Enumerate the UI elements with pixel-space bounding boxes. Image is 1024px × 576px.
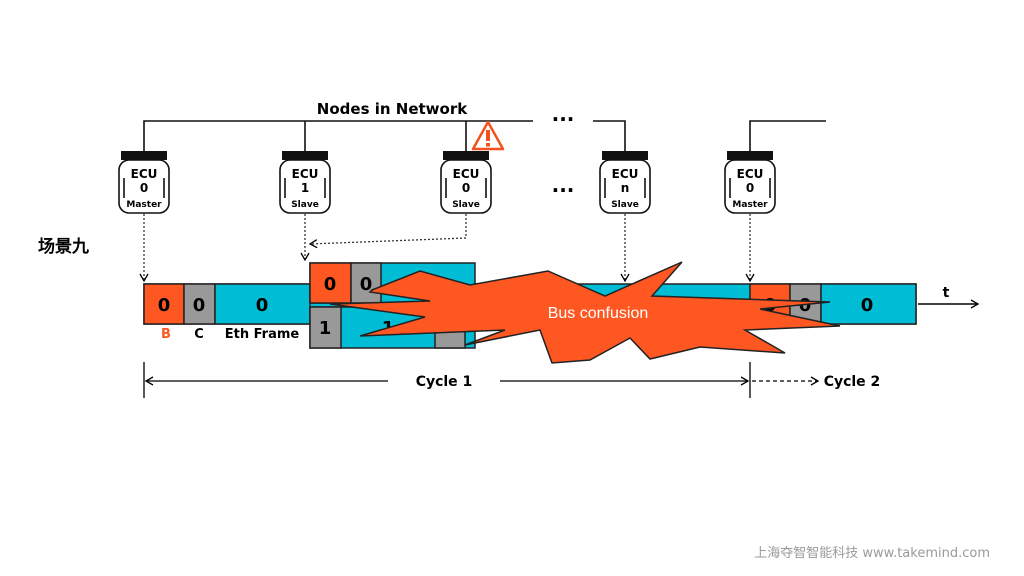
frame-first: 0 0 0 xyxy=(143,283,311,325)
svg-text:Slave: Slave xyxy=(611,200,639,210)
svg-text:ECU: ECU xyxy=(453,167,480,181)
bus-ellipsis: ··· xyxy=(552,107,575,131)
cycle-1-label: Cycle 1 xyxy=(416,374,473,390)
svg-text:0: 0 xyxy=(140,181,148,195)
svg-text:Slave: Slave xyxy=(291,200,319,210)
svg-text:0: 0 xyxy=(462,181,470,195)
frame-first-b xyxy=(143,283,185,325)
svg-text:ECU: ECU xyxy=(612,167,639,181)
svg-text:ECU: ECU xyxy=(292,167,319,181)
svg-text:0: 0 xyxy=(324,274,337,295)
ecu-node-0-slave: ECU 0 Slave xyxy=(440,150,492,214)
svg-text:0: 0 xyxy=(861,295,874,316)
svg-text:1: 1 xyxy=(301,181,309,195)
network-title: Nodes in Network xyxy=(317,100,468,118)
svg-text:ECU: ECU xyxy=(737,167,764,181)
svg-text:0: 0 xyxy=(158,295,171,316)
svg-text:Master: Master xyxy=(732,200,768,210)
bus-confusion-burst: Bus confusion xyxy=(329,261,841,364)
time-axis-label: t xyxy=(943,285,950,301)
ecu-node-0-master: ECU 0 Master xyxy=(118,150,170,214)
cycle-markers xyxy=(143,362,820,398)
svg-text:0: 0 xyxy=(193,295,206,316)
svg-text:ECU: ECU xyxy=(131,167,158,181)
ecu-node-n-slave: ECU n Slave xyxy=(599,150,651,214)
ecu-node-0-master-next: ECU 0 Master xyxy=(724,150,776,214)
node-ellipsis: ··· xyxy=(552,178,575,202)
svg-text:Master: Master xyxy=(126,200,162,210)
svg-text:0: 0 xyxy=(746,181,754,195)
warning-icon xyxy=(471,120,505,151)
svg-text:0: 0 xyxy=(256,295,269,316)
legend-c: C xyxy=(194,327,204,342)
svg-text:0: 0 xyxy=(360,274,373,295)
transmit-arrows xyxy=(139,214,755,283)
legend-b: B xyxy=(161,327,171,342)
svg-text:0: 0 xyxy=(799,295,812,316)
scenario-label: 场景九 xyxy=(38,237,89,257)
network-bus xyxy=(143,120,826,155)
footer-watermark: 上海夺智智能科技 www.takemind.com xyxy=(754,546,990,561)
ecu-node-1-slave: ECU 1 Slave xyxy=(279,150,331,214)
svg-text:n: n xyxy=(621,181,630,195)
frame-first-eth xyxy=(214,283,311,325)
svg-text:Slave: Slave xyxy=(452,200,480,210)
bus-confusion-label: Bus confusion xyxy=(548,305,649,322)
frame-first-c xyxy=(183,283,216,325)
legend-eth-frame: Eth Frame xyxy=(225,327,300,342)
svg-text:1: 1 xyxy=(319,318,332,339)
cycle-2-label: Cycle 2 xyxy=(824,374,881,390)
frame-overlap-top: 0 0 0 xyxy=(309,262,476,304)
